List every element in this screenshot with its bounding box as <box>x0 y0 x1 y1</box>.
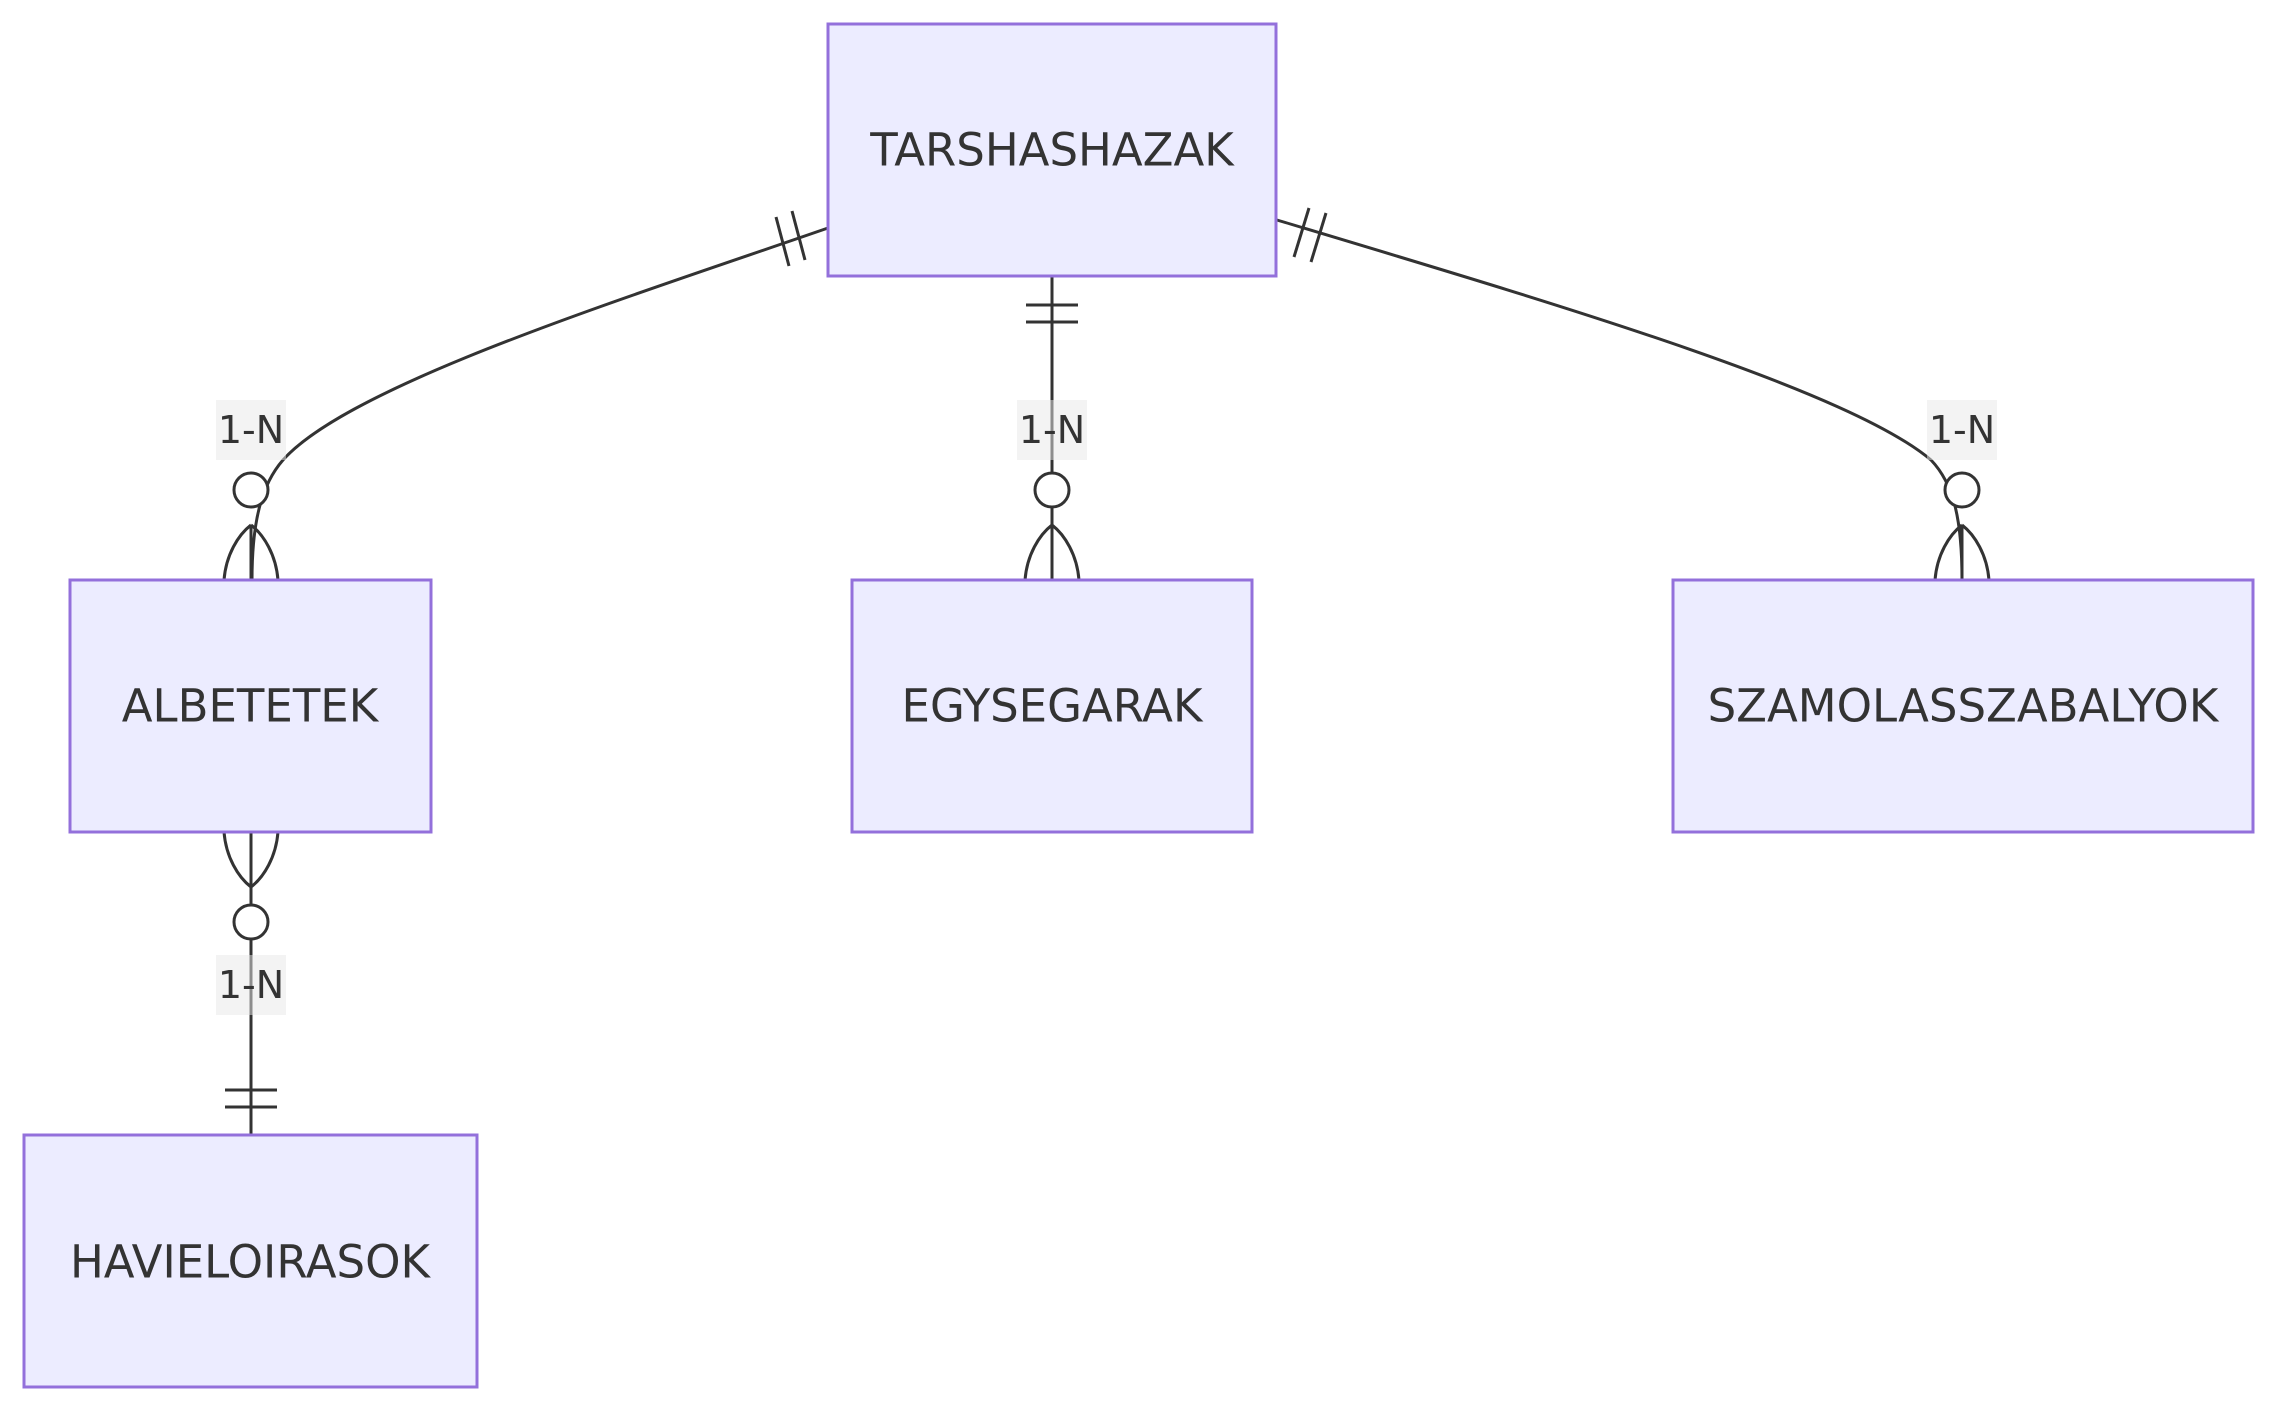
entity-szamolasszabalyok[interactable]: SZAMOLASSZABALYOK <box>1671 578 2255 834</box>
zero-or-many-marker-egysegarak-top <box>1023 471 1081 581</box>
rel-label-tarshashazak-albetetek: 1-N <box>216 400 286 460</box>
entity-tarshashazak[interactable]: TARSHASHAZAK <box>826 22 1278 278</box>
rel-line-tarshashazak-szamolasszabalyok <box>1276 218 1964 581</box>
entity-label-havieloirasok: HAVIELOIRASOK <box>70 1236 432 1289</box>
exactly-one-marker-tarshashazak-bottom <box>1026 303 1078 324</box>
svg-text:1-N: 1-N <box>218 408 284 452</box>
entity-label-szamolasszabalyok: SZAMOLASSZABALYOK <box>1708 680 2220 733</box>
svg-text:1-N: 1-N <box>218 963 284 1007</box>
entity-albetetek[interactable]: ALBETETEK <box>68 578 433 834</box>
rel-label-tarshashazak-szamolasszabalyok: 1-N <box>1927 400 1997 460</box>
svg-text:1-N: 1-N <box>1929 408 1995 452</box>
zero-or-many-marker-szamolasszabalyok-top <box>1933 471 1991 581</box>
entity-label-tarshashazak: TARSHASHAZAK <box>869 124 1235 177</box>
exactly-one-marker-havieloirasok-top <box>225 1088 277 1109</box>
rel-label-tarshashazak-egysegarak: 1-N <box>1017 400 1087 460</box>
entity-label-albetetek: ALBETETEK <box>122 680 380 733</box>
entity-havieloirasok[interactable]: HAVIELOIRASOK <box>22 1133 479 1389</box>
svg-text:1-N: 1-N <box>1019 408 1085 452</box>
exactly-one-marker-tarshashazak-left <box>774 210 807 267</box>
zero-or-many-marker-albetetek-bottom <box>222 831 280 941</box>
exactly-one-marker-tarshashazak-right <box>1292 207 1328 263</box>
rel-label-albetetek-havieloirasok: 1-N <box>216 955 286 1015</box>
zero-or-many-marker-albetetek-top <box>222 471 280 581</box>
entity-label-egysegarak: EGYSEGARAK <box>902 680 1204 733</box>
cardinality-markers <box>222 207 1991 1109</box>
entity-egysegarak[interactable]: EGYSEGARAK <box>850 578 1254 834</box>
relationship-labels: 1-N 1-N 1-N 1-N <box>216 400 1997 1015</box>
rel-line-tarshashazak-albetetek <box>250 226 829 581</box>
